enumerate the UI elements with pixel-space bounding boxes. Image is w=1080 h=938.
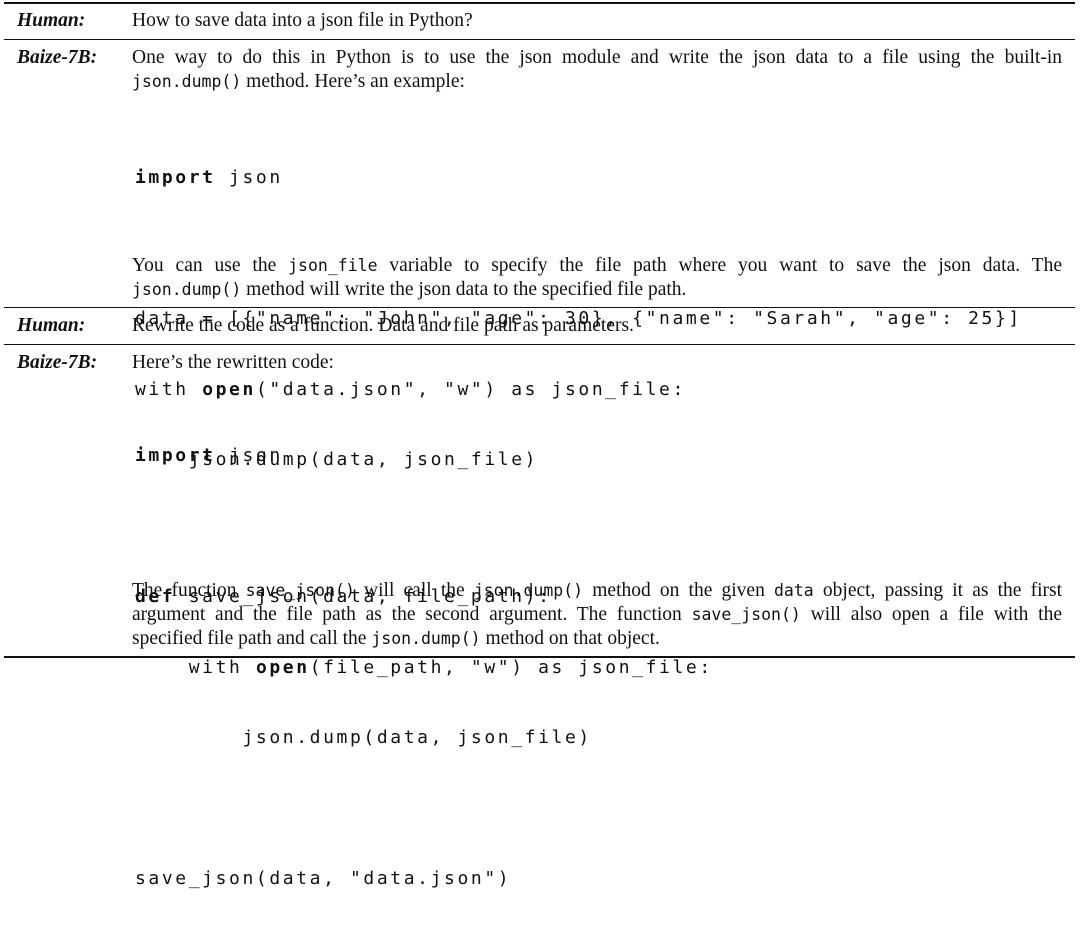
code-keyword: import: [135, 167, 216, 188]
top-rule: [4, 2, 1075, 4]
inline-code: json.dump(): [132, 72, 242, 91]
outro-line-1: The function save_json() will call the j…: [132, 579, 1062, 603]
baize-answer-1-intro: One way to do this in Python is to use t…: [132, 46, 1062, 94]
code-keyword: with: [188, 656, 243, 678]
dialogue-table: Human: How to save data into a json file…: [4, 0, 1075, 889]
outro-text: method on that object.: [480, 628, 660, 649]
code-text: json: [215, 445, 283, 466]
code-blank-line: [135, 515, 713, 539]
speaker-label-baize-2: Baize-7B:: [17, 352, 98, 373]
outro-line-3: specified file path and call the json.du…: [132, 627, 1062, 651]
inline-code: json.dump(): [473, 581, 584, 600]
human-question-1: How to save data into a json file in Pyt…: [132, 9, 1062, 33]
code-line: import json: [135, 444, 713, 468]
baize-answer-2-intro: Here’s the rewritten code:: [132, 351, 1062, 375]
speaker-label-human-2: Human:: [17, 315, 86, 336]
code-line: save_json(data, "data.json"): [135, 868, 512, 889]
code-keyword: open: [202, 378, 256, 400]
code-line: def save_json(data, file_path):: [135, 585, 713, 609]
code-text: json: [215, 167, 283, 188]
outro-text: method on the given: [583, 580, 774, 601]
baize-answer-2-outro: The function save_json() will call the j…: [132, 579, 1062, 651]
outro-text: will call the: [354, 580, 474, 601]
divider-1: [4, 39, 1075, 40]
human-question-1-text: How to save data into a json file in Pyt…: [132, 10, 473, 31]
outro-text: variable to specify the file path where …: [377, 255, 1062, 276]
outro-text: The function: [132, 580, 246, 601]
code-line: with open(file_path, "w") as json_file:: [135, 656, 713, 680]
code-line: json.dump(data, json_file): [135, 727, 592, 748]
code-block-2: import json def save_json(data, file_pat…: [135, 397, 713, 938]
code-keyword: def: [135, 586, 176, 607]
code-line: with open("data.json", "w") as json_file…: [135, 378, 1022, 402]
inline-code: save_json(): [245, 581, 355, 600]
code-blank-line: [135, 797, 713, 821]
outro-text: You can use the: [132, 255, 289, 276]
baize-answer-1-outro: You can use the json_file variable to sp…: [132, 254, 1062, 302]
code-text: ("data.json", "w") as json_file:: [255, 378, 686, 400]
outro-line-2: argument and the file path as the second…: [132, 603, 1062, 627]
inline-code: save_json(): [691, 605, 801, 624]
code-line: data = [{"name": "John", "age": 30}, {"n…: [135, 308, 1022, 329]
outro-text: will also open a file with the: [800, 604, 1062, 625]
speaker-label-baize-1: Baize-7B:: [17, 47, 98, 68]
code-keyword: open: [255, 656, 310, 678]
outro-text: object, passing it as the first: [813, 580, 1062, 601]
outro-text: method will write the json data to the s…: [241, 279, 687, 300]
code-text: (file_path, "w") as json_file:: [309, 656, 713, 678]
human-question-2-text: Rewrite the code as a function. Data and…: [132, 315, 634, 336]
code-line: json.dump(data, json_file): [135, 449, 539, 470]
intro-line-2: json.dump() method. Here’s an example:: [132, 70, 1062, 94]
outro-text: specified file path and call the: [132, 628, 372, 649]
divider-2: [4, 307, 1075, 308]
human-question-2: Rewrite the code as a function. Data and…: [132, 314, 1062, 338]
inline-code: json.dump(): [371, 629, 481, 648]
code-line: import json: [135, 166, 1022, 190]
intro-line: Here’s the rewritten code:: [132, 352, 334, 373]
code-keyword: import: [135, 445, 216, 466]
bottom-rule: [4, 656, 1075, 658]
intro-line-1: One way to do this in Python is to use t…: [132, 47, 1062, 68]
outro-line-2: json.dump() method will write the json d…: [132, 278, 1062, 302]
inline-code: json_file: [288, 256, 378, 275]
code-keyword: with: [135, 378, 189, 400]
outro-text: argument and the file path as the second…: [132, 604, 692, 625]
inline-code: data: [774, 581, 814, 600]
code-text: save_json(data, file_path):: [175, 586, 552, 607]
outro-line-1: You can use the json_file variable to sp…: [132, 254, 1062, 278]
intro-line-2-text: method. Here’s an example:: [241, 71, 465, 92]
code-block-1: import json data = [{"name": "John", "ag…: [135, 119, 1022, 519]
speaker-label-human-1: Human:: [17, 10, 86, 31]
divider-3: [4, 344, 1075, 345]
inline-code: json.dump(): [132, 280, 242, 299]
